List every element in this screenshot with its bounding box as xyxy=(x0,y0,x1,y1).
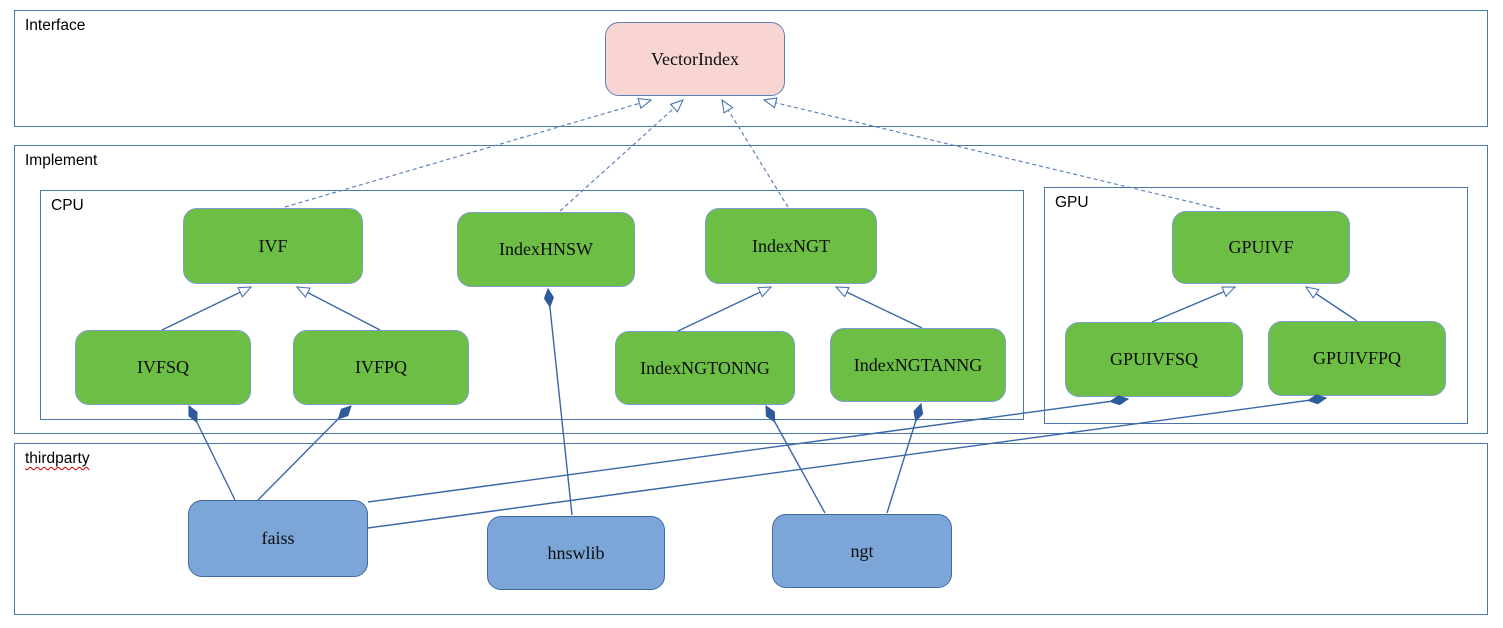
node-indexngt[interactable]: IndexNGT xyxy=(705,208,877,284)
node-ivf[interactable]: IVF xyxy=(183,208,363,284)
node-ngt[interactable]: ngt xyxy=(772,514,952,588)
node-vectorindex-label: VectorIndex xyxy=(651,48,739,69)
node-gpuivfpq-label: GPUIVFPQ xyxy=(1312,348,1402,368)
node-indexngtonng[interactable]: IndexNGTONNG xyxy=(615,331,795,405)
node-indexhnsw[interactable]: IndexHNSW xyxy=(457,212,635,287)
container-implement-label: Implement xyxy=(25,152,98,169)
node-ivf-label: IVF xyxy=(258,235,288,256)
container-thirdparty-label: thirdparty xyxy=(25,450,90,467)
node-indexngtonng-label: IndexNGTONNG xyxy=(640,357,770,378)
node-ivfsq-label: IVFSQ xyxy=(136,357,189,377)
node-vectorindex[interactable]: VectorIndex xyxy=(605,22,785,96)
node-indexngt-label: IndexNGT xyxy=(752,235,830,256)
node-ivfsq[interactable]: IVFSQ xyxy=(75,330,251,405)
node-hnswlib-label: hnswlib xyxy=(547,542,605,563)
node-gpuivfpq[interactable]: GPUIVFPQ xyxy=(1268,321,1446,396)
node-faiss-label: faiss xyxy=(261,528,295,548)
node-ivfpq[interactable]: IVFPQ xyxy=(293,330,469,405)
node-ngt-label: ngt xyxy=(850,540,874,561)
node-gpuivfsq[interactable]: GPUIVFSQ xyxy=(1065,322,1243,397)
node-ivfpq-label: IVFPQ xyxy=(354,357,407,377)
node-gpuivf-label: GPUIVF xyxy=(1228,237,1294,257)
container-interface-label: Interface xyxy=(25,17,86,34)
node-indexngtanng-label: IndexNGTANNG xyxy=(853,354,983,375)
node-indexngtanng[interactable]: IndexNGTANNG xyxy=(830,328,1006,402)
container-gpu-label: GPU xyxy=(1055,194,1089,211)
node-faiss[interactable]: faiss xyxy=(188,500,368,577)
node-gpuivfsq-label: GPUIVFSQ xyxy=(1109,349,1199,369)
node-gpuivf[interactable]: GPUIVF xyxy=(1172,211,1350,284)
node-indexhnsw-label: IndexHNSW xyxy=(499,239,593,259)
container-cpu-label: CPU xyxy=(51,197,84,214)
node-hnswlib[interactable]: hnswlib xyxy=(487,516,665,590)
